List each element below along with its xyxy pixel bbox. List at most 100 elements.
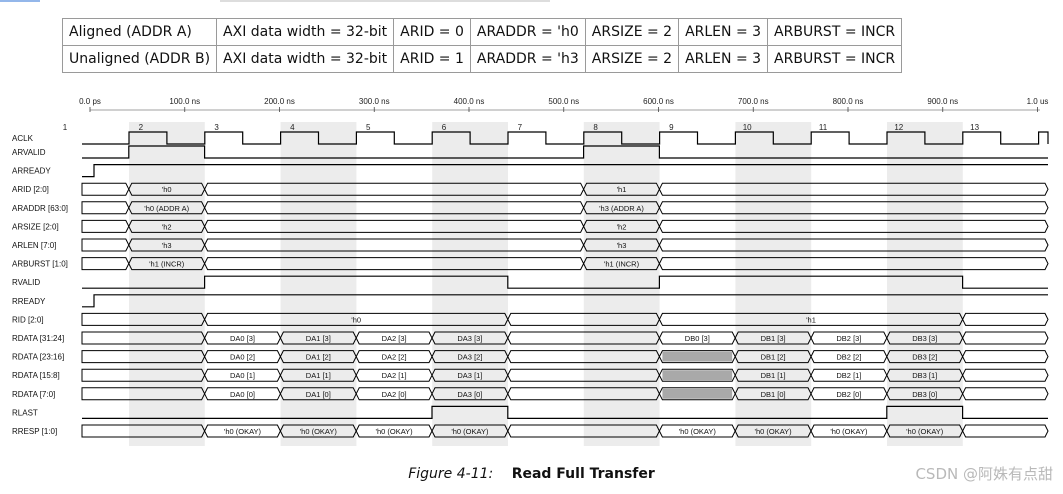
bus-value: 'h1 (INCR) [149,260,185,269]
table-cell: ARLEN = 3 [678,45,769,73]
bus-segment [81,182,130,196]
time-label: 500.0 ns [548,97,579,106]
cycle-number: 10 [743,123,752,132]
bus-segment [81,257,130,271]
bus-value: DB2 [0] [836,390,861,399]
table-cell: ARBURST = INCR [767,18,903,46]
bus-segment [962,368,1049,382]
bus-value: DA2 [2] [382,353,407,362]
bus-value: DA0 [1] [230,371,255,380]
figure-number: Figure 4-11: [408,466,494,482]
top-link-fragment [0,0,40,2]
bus-segment [81,238,130,252]
table-cell: ARID = 1 [393,45,471,73]
bus-segment [658,201,1049,215]
time-label: 300.0 ns [359,97,390,106]
bit-trace [82,145,1048,159]
signal-label: ARID [2:0] [12,185,49,194]
bus-value: 'h1 [617,185,627,194]
cycle-number: 1 [63,123,68,132]
signal-label: RDATA [7:0] [12,390,55,399]
cycle-number: 13 [970,123,979,132]
top-text-fragment [220,0,550,2]
cycle-number: 6 [442,123,447,132]
signal-label: ARADDR [63:0] [12,204,68,213]
table-cell: ARID = 0 [393,18,471,46]
shaded-cycle [129,122,205,446]
signal-label: ARBURST [1:0] [12,260,68,269]
bus-value: 'h0 [351,315,361,324]
cycle-number: 11 [819,123,828,132]
bus-value: 'h3 [617,241,627,250]
bus-value: DA3 [2] [457,353,482,362]
watermark-text: CSDN @阿姝有点甜 [915,465,1053,483]
table-cell: ARADDR = 'h3 [469,45,586,73]
table-cell: ARSIZE = 2 [584,45,680,73]
time-label: 200.0 ns [264,97,295,106]
bus-segment [204,201,585,215]
cycle-number: 5 [366,123,371,132]
bus-value: 'h0 (OKAY) [224,427,262,436]
bus-value: 'h0 (OKAY) [376,427,414,436]
bus-value: DA1 [3] [306,334,331,343]
bus-value: 'h2 [162,222,172,231]
bus-value: 'h3 [162,241,172,250]
bus-value: DB3 [0] [912,390,937,399]
undefined-data [662,370,733,381]
cycle-number: 3 [214,123,219,132]
table-cell: ARLEN = 3 [678,18,769,46]
bus-value: DA2 [0] [382,390,407,399]
cycle-number: 8 [593,123,598,132]
bus-segment [962,387,1049,401]
signal-label: RVALID [12,278,40,287]
figure-title: Read Full Transfer [511,466,655,482]
bus-value: DB1 [1] [761,371,786,380]
cycle-number: 9 [669,123,674,132]
signal-label: ARLEN [7:0] [12,241,56,250]
bus-value: DA1 [2] [306,353,331,362]
bus-value: DB2 [2] [836,353,861,362]
bit-trace [82,275,1048,289]
table-cell: Unaligned (ADDR B) [61,45,218,73]
bus-value: DB3 [3] [912,334,937,343]
bus-value: 'h2 [617,222,627,231]
cycle-number: 12 [894,123,903,132]
table-cell: ARSIZE = 2 [584,18,680,46]
time-label: 1.0 us [1027,97,1049,106]
bus-value: DA0 [0] [230,390,255,399]
table-cell: ARADDR = 'h0 [469,18,586,46]
cycle-number: 7 [518,123,523,132]
bus-segment [962,350,1049,364]
time-label: 700.0 ns [738,97,769,106]
cycle-number: 2 [139,123,144,132]
table-cell: AXI data width = 32-bit [216,18,395,46]
time-label: 0.0 ps [79,97,101,106]
shaded-cycle [887,122,963,446]
bit-trace [82,294,1048,308]
bus-value: DB1 [0] [761,390,786,399]
bus-segment [658,257,1049,271]
bus-value: 'h3 (ADDR A) [599,204,644,213]
time-label: 800.0 ns [833,97,864,106]
bus-segment [658,238,1049,252]
signal-label: RLAST [12,408,38,417]
undefined-data [662,388,733,399]
bus-segment [658,182,1049,196]
shaded-cycle [280,122,357,446]
bus-value: 'h0 (OKAY) [451,427,489,436]
bus-value: 'h0 (OKAY) [679,427,717,436]
bus-value: 'h0 [162,185,172,194]
signal-label: ACLK [12,134,34,143]
bus-value: DB0 [3] [685,334,710,343]
bus-value: 'h0 (OKAY) [300,427,338,436]
bus-segment [204,238,585,252]
undefined-data [662,351,733,362]
table-cell: AXI data width = 32-bit [216,45,395,73]
bus-value: DA0 [3] [230,334,255,343]
bus-segment [962,424,1049,438]
bit-trace [82,405,1048,419]
time-label: 600.0 ns [643,97,674,106]
